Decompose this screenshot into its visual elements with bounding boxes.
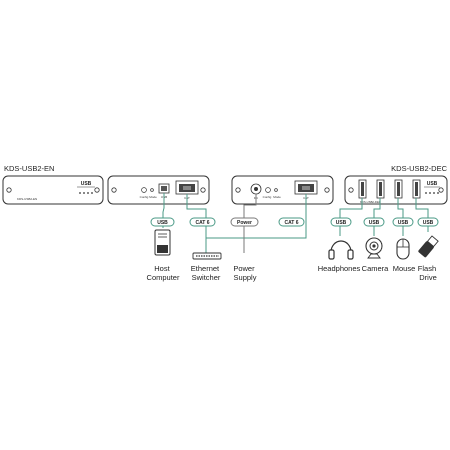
decoder-front-label: KDS-USB2-DEC bbox=[360, 200, 381, 204]
tag-usb-camera: USB bbox=[363, 217, 385, 227]
decoder-front-panel: KDS-USB2-DEC USB bbox=[344, 175, 448, 205]
mode-label: Mode bbox=[149, 195, 157, 199]
cable-tags: USB CAT 6 Power CAT 6 USB USB USB USB bbox=[150, 217, 439, 227]
mount-hole bbox=[235, 187, 241, 193]
tag-cat6-decoder: CAT 6 bbox=[278, 217, 305, 227]
encoder-title: KDS-USB2-EN bbox=[4, 164, 54, 173]
cat6-cable-decoder bbox=[206, 194, 307, 239]
svg-text:CAT 6: CAT 6 bbox=[284, 220, 298, 226]
config-button bbox=[141, 187, 147, 193]
ethernet-switch-icon bbox=[192, 252, 222, 260]
tag-usb-headphones: USB bbox=[330, 217, 352, 227]
svg-text:USB: USB bbox=[398, 220, 409, 226]
decoder-rear-panel: DC Config Mode CAT bbox=[231, 175, 334, 205]
mode-label: Mode bbox=[273, 195, 281, 199]
svg-text:USB: USB bbox=[423, 220, 434, 226]
encoder-rear-panel: Config Mode USB CAT bbox=[107, 175, 210, 205]
tag-power: Power bbox=[230, 217, 259, 227]
mode-led bbox=[150, 188, 154, 192]
mount-hole bbox=[324, 187, 330, 193]
encoder-front-panel: KDS-USB2-EN USB bbox=[2, 175, 104, 205]
power-supply-label: Power Supply bbox=[233, 264, 256, 282]
svg-text:CAT 6: CAT 6 bbox=[195, 220, 209, 226]
svg-text:USB: USB bbox=[336, 220, 347, 226]
svg-text:USB: USB bbox=[369, 220, 380, 226]
headphones-icon bbox=[328, 240, 354, 260]
usb-logo: USB bbox=[427, 181, 438, 187]
svg-text:Power: Power bbox=[237, 220, 252, 226]
config-label: Config bbox=[140, 195, 149, 199]
ethernet-switcher-label: Ethernet Switcher bbox=[191, 264, 221, 282]
mount-hole bbox=[111, 187, 117, 193]
tag-usb-mouse: USB bbox=[392, 217, 414, 227]
mouse-icon bbox=[396, 238, 410, 260]
mode-led bbox=[274, 188, 278, 192]
tag-usb-host: USB bbox=[150, 217, 175, 227]
config-label: Config bbox=[263, 195, 272, 199]
tag-usb-flash: USB bbox=[417, 217, 439, 227]
flash-drive-icon bbox=[418, 235, 439, 258]
decoder-title: KDS-USB2-DEC bbox=[391, 164, 447, 173]
mount-hole bbox=[200, 187, 206, 193]
power-cable bbox=[243, 194, 257, 253]
cat6-cable-encoder bbox=[186, 194, 207, 253]
computer-icon bbox=[154, 229, 171, 256]
svg-text:USB: USB bbox=[157, 220, 168, 226]
camera-label: Camera bbox=[362, 264, 390, 273]
flash-drive-label: Flash Drive bbox=[418, 264, 438, 282]
config-button bbox=[265, 187, 271, 193]
mount-hole bbox=[6, 187, 12, 193]
tag-cat6-encoder: CAT 6 bbox=[189, 217, 216, 227]
mount-hole bbox=[94, 187, 100, 193]
encoder-front-label: KDS-USB2-EN bbox=[17, 197, 37, 201]
usb-a-ports bbox=[358, 179, 421, 199]
camera-icon bbox=[365, 237, 383, 259]
led-indicators bbox=[425, 192, 439, 194]
mount-hole bbox=[438, 187, 444, 193]
headphones-label: Headphones bbox=[318, 264, 361, 273]
mount-hole bbox=[348, 187, 354, 193]
usb-logo: USB bbox=[81, 181, 92, 187]
mouse-label: Mouse bbox=[393, 264, 416, 273]
led-indicators bbox=[79, 192, 93, 194]
host-computer-label: Host Computer bbox=[147, 264, 180, 282]
